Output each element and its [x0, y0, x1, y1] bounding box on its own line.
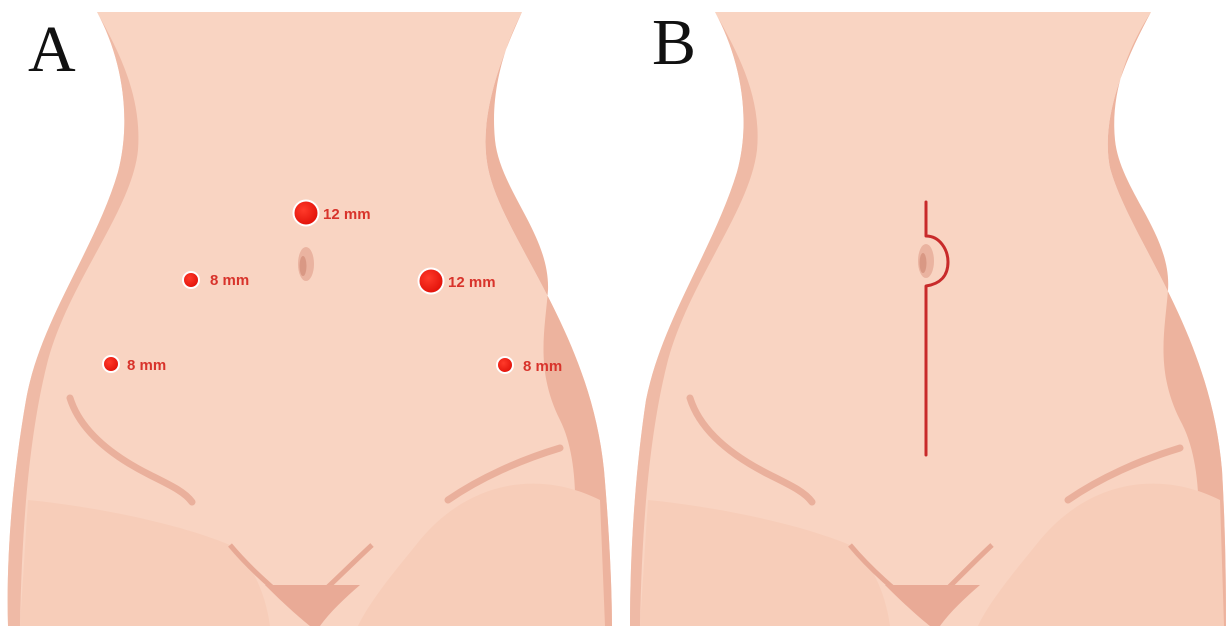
panel-a: 12 mm 8 mm 12 mm 8 mm 8 mm A	[8, 12, 612, 626]
trocar-port: 8 mm	[497, 357, 562, 375]
port-size-label: 8 mm	[127, 357, 166, 374]
port-size-label: 12 mm	[448, 274, 496, 291]
port-marker	[419, 269, 444, 294]
trocar-port: 8 mm	[183, 272, 249, 289]
port-size-label: 12 mm	[323, 206, 371, 223]
panel-letter-a: A	[28, 13, 76, 86]
umbilicus-inner-a	[300, 256, 307, 276]
umbilicus-inner-b	[920, 253, 927, 273]
port-size-label: 8 mm	[523, 358, 562, 375]
port-size-label: 8 mm	[210, 272, 249, 289]
port-marker	[103, 356, 119, 372]
port-marker	[294, 201, 319, 226]
port-marker	[183, 272, 199, 288]
panel-b: B	[630, 6, 1226, 626]
port-marker	[497, 357, 513, 373]
trocar-port: 8 mm	[103, 356, 166, 374]
panel-letter-b: B	[652, 6, 696, 79]
